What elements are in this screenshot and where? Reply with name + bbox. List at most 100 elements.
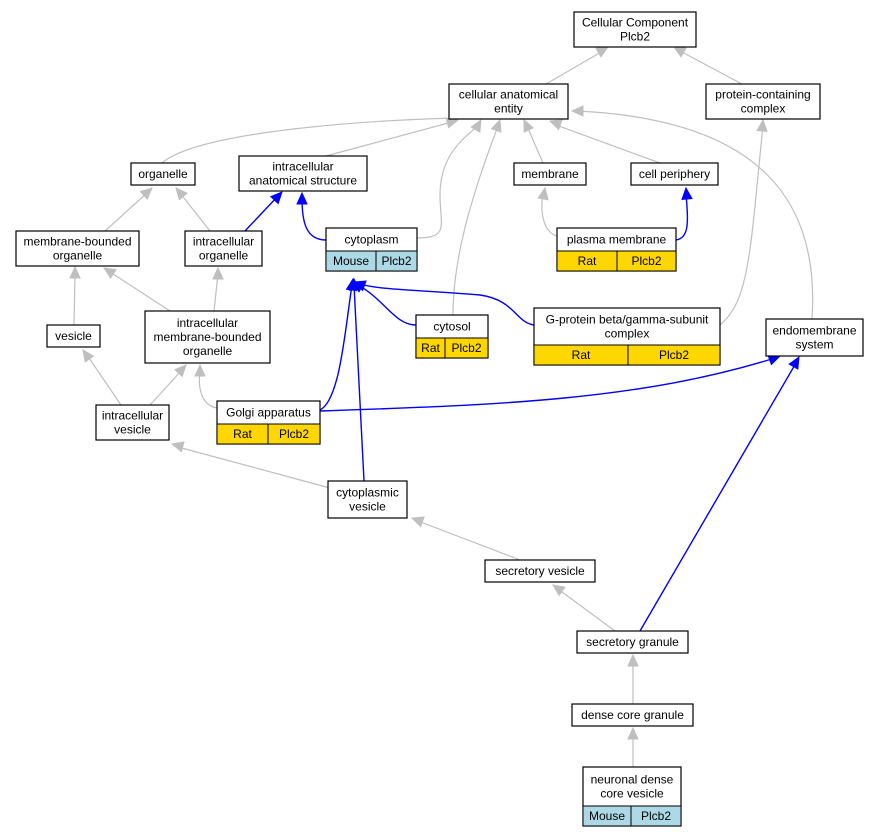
edge-line bbox=[161, 117, 456, 164]
node-box bbox=[95, 404, 170, 441]
node-label: organelle bbox=[183, 344, 233, 358]
edge-line bbox=[417, 520, 521, 561]
node-secgranule[interactable]: secretory granule bbox=[576, 630, 689, 654]
arrowhead-icon bbox=[681, 186, 693, 200]
node-organelle[interactable]: organelle bbox=[130, 162, 196, 186]
node-label: intracellular bbox=[102, 409, 163, 423]
edge-line bbox=[557, 588, 616, 632]
edge-line bbox=[198, 371, 218, 409]
arrowhead-icon bbox=[552, 584, 566, 597]
edge-line bbox=[577, 110, 814, 320]
edge-line bbox=[325, 121, 453, 157]
edge-line bbox=[177, 446, 331, 489]
node-label: intracellular bbox=[177, 316, 238, 330]
node-label: system bbox=[795, 338, 833, 352]
gene-tag bbox=[627, 344, 721, 366]
node-label: neuronal dense bbox=[591, 773, 674, 787]
node-dcg[interactable]: dense core granule bbox=[571, 703, 694, 727]
node-box bbox=[573, 11, 697, 48]
gene-tag bbox=[630, 805, 682, 827]
node-label: intracellular bbox=[193, 235, 254, 249]
node-label: Cellular Component bbox=[582, 16, 689, 30]
node-label: anatomical structure bbox=[249, 174, 357, 188]
edge-golgi-to-cytoplasm bbox=[319, 277, 358, 411]
arrowhead-icon bbox=[296, 191, 308, 205]
edge-line bbox=[104, 192, 148, 232]
arrowhead-icon bbox=[523, 118, 535, 133]
edge-line bbox=[213, 273, 219, 312]
node-label: protein-containing bbox=[715, 88, 810, 102]
node-box bbox=[15, 230, 140, 267]
edge-secvesicle-to-cytovesicle bbox=[410, 516, 521, 561]
edge-line bbox=[149, 369, 183, 406]
node-secvesicle[interactable]: secretory vesicle bbox=[484, 559, 596, 583]
edge-cae-to-root bbox=[545, 46, 610, 85]
node-label: cell periphery bbox=[639, 167, 710, 181]
node-label: Plcb2 bbox=[620, 30, 650, 44]
edge-dcg-to-secgranule bbox=[627, 653, 639, 704]
node-label: membrane bbox=[521, 167, 579, 181]
gene-label: Plcb2 bbox=[279, 427, 309, 441]
node-cellperiphery[interactable]: cell periphery bbox=[630, 162, 719, 186]
edge-line bbox=[679, 50, 743, 85]
arrowhead-icon bbox=[595, 46, 610, 58]
node-label: secretory granule bbox=[586, 635, 679, 649]
node-membrane[interactable]: membrane bbox=[513, 162, 587, 186]
gene-tag bbox=[616, 250, 677, 272]
node-label: complex bbox=[605, 327, 650, 341]
edge-membrane-to-cae bbox=[523, 118, 544, 164]
edge-mbo-to-organelle bbox=[104, 187, 153, 232]
edge-cellperiphery-to-cae bbox=[548, 119, 661, 164]
gene-label: Plcb2 bbox=[659, 348, 689, 362]
edge-line bbox=[319, 284, 353, 411]
arrowhead-icon bbox=[410, 516, 425, 528]
edge-line bbox=[526, 125, 544, 164]
arrowhead-icon bbox=[139, 187, 153, 200]
edge-line bbox=[639, 362, 797, 632]
arrowhead-icon bbox=[470, 118, 482, 133]
arrowhead-icon bbox=[269, 191, 283, 205]
node-box bbox=[184, 230, 263, 267]
arrowhead-icon bbox=[627, 653, 639, 667]
node-label: Golgi apparatus bbox=[226, 406, 311, 420]
node-box bbox=[327, 480, 408, 519]
node-label: plasma membrane bbox=[567, 233, 667, 247]
node-label: entity bbox=[494, 102, 523, 116]
node-label: organelle bbox=[53, 249, 103, 263]
node-box bbox=[46, 324, 101, 348]
edge-cytosol-to-cae bbox=[452, 118, 502, 316]
node-label: membrane-bounded bbox=[153, 330, 261, 344]
arrowhead-icon bbox=[788, 355, 800, 370]
edge-line bbox=[555, 124, 661, 164]
edge-plasmamem-to-membrane bbox=[537, 186, 558, 237]
arrowhead-icon bbox=[756, 118, 768, 132]
edge-layer bbox=[69, 46, 814, 767]
node-box bbox=[705, 83, 821, 120]
edge-ndcv-to-dcg bbox=[627, 726, 639, 767]
node-label: organelle bbox=[138, 167, 188, 181]
node-box bbox=[630, 162, 719, 186]
node-vesicle[interactable]: vesicle bbox=[46, 324, 101, 348]
arrowhead-icon bbox=[548, 119, 563, 131]
arrowhead-icon bbox=[170, 441, 185, 453]
arrowhead-icon bbox=[537, 186, 549, 201]
edge-line bbox=[675, 192, 689, 241]
arrowhead-icon bbox=[212, 266, 224, 280]
